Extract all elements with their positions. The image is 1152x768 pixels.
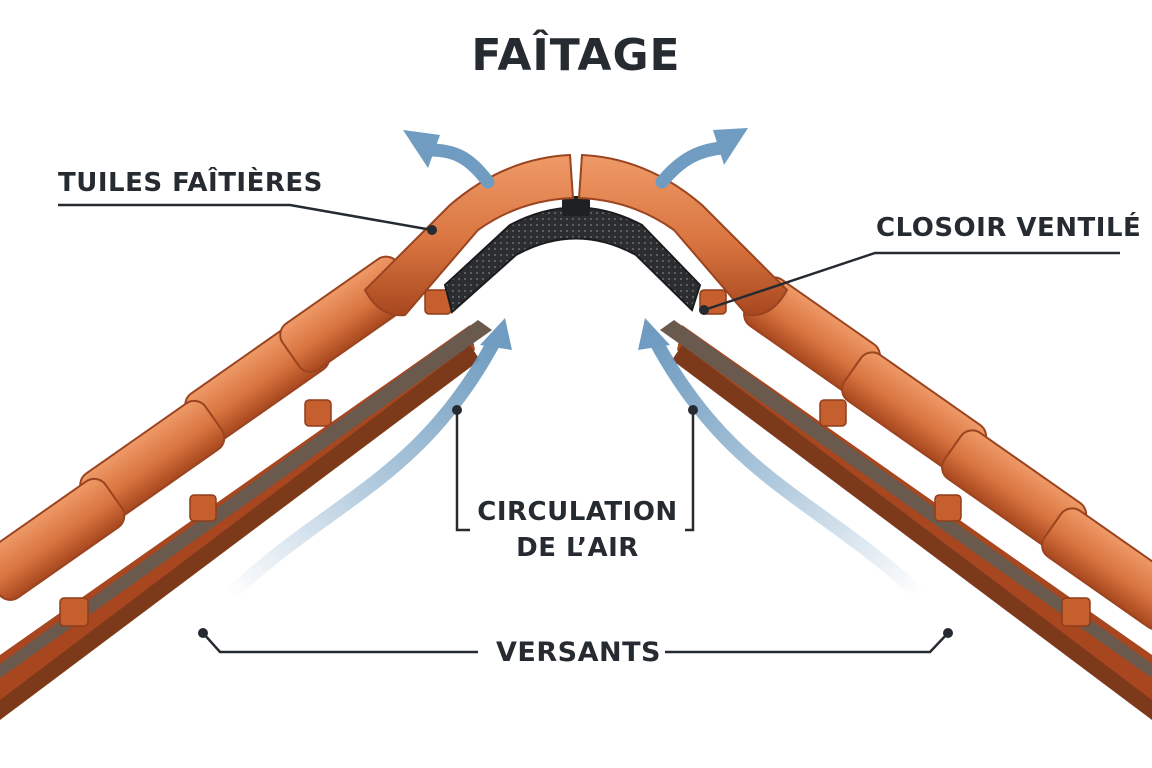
- label-tuiles-faitieres: TUILES FAÎTIÈRES: [58, 168, 323, 198]
- right-roof-slope: [660, 320, 1152, 720]
- leader-dot-icon: [427, 225, 437, 235]
- label-circulation-air: CIRCULATION DE L’AIR: [470, 494, 685, 566]
- inner-air-flow: [223, 318, 927, 602]
- ridge-tiles: [363, 153, 789, 317]
- closoir-center-clip: [562, 196, 590, 216]
- label-circulation-line1: CIRCULATION: [477, 497, 678, 527]
- page-title: FAÎTAGE: [471, 30, 681, 81]
- left-roof-slope: [0, 320, 492, 720]
- air-flow-arrow-icon: [713, 128, 748, 165]
- leader-lines: [58, 203, 1120, 654]
- label-circulation-line2: DE L’AIR: [516, 533, 639, 563]
- leader-dot-icon: [452, 405, 462, 415]
- leader-dots: [198, 225, 953, 638]
- closoir-ventile-strip: [443, 206, 702, 314]
- outer-air-flow: [403, 128, 748, 189]
- air-flow-arrow-icon: [480, 318, 512, 350]
- tile-clips: [59, 289, 1091, 627]
- label-versants: VERSANTS: [496, 637, 661, 668]
- leader-dot-icon: [198, 628, 208, 638]
- air-flow-arrow-icon: [638, 318, 670, 350]
- label-closoir-ventile: CLOSOIR VENTILÉ: [876, 213, 1142, 243]
- air-flow-arrow-icon: [403, 130, 440, 168]
- leader-dot-icon: [943, 628, 953, 638]
- right-slope-tiles: [743, 276, 1152, 631]
- leader-dot-icon: [699, 305, 709, 315]
- leader-dot-icon: [688, 405, 698, 415]
